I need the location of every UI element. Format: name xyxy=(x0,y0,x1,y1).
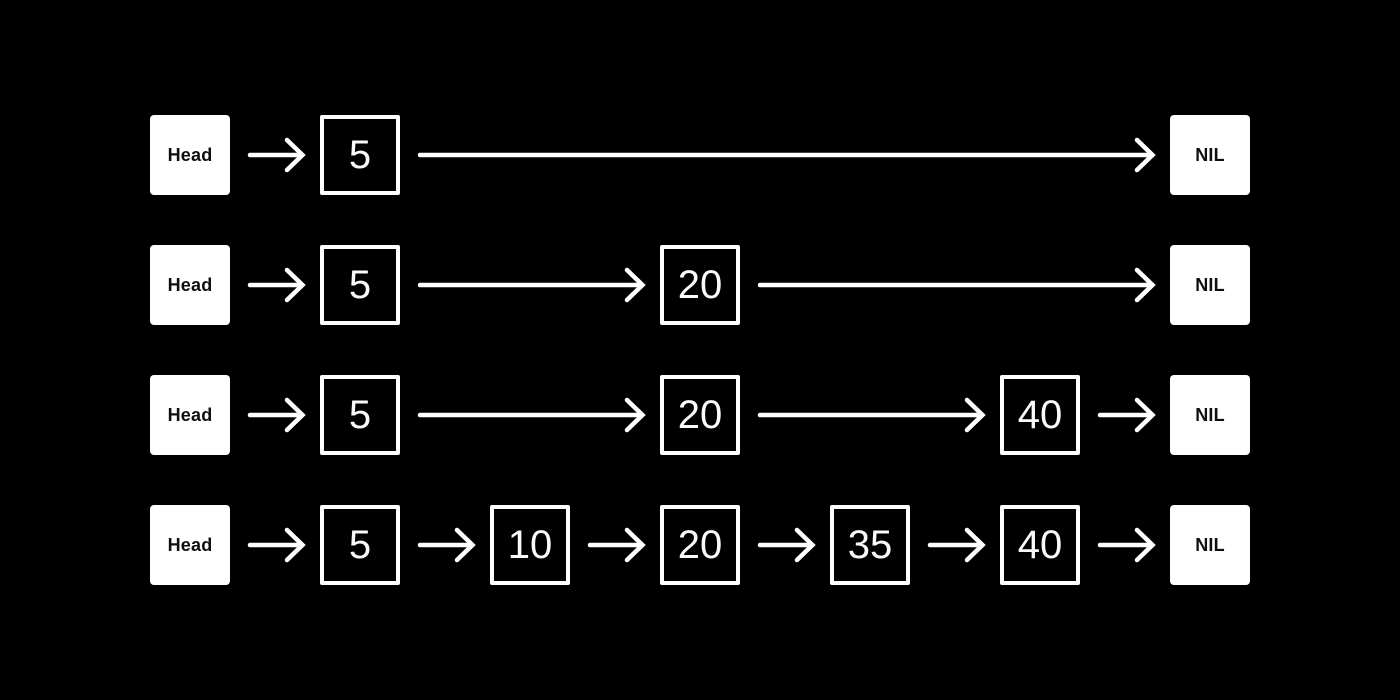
arrow-5-20 xyxy=(417,267,646,303)
arrow-40-nil xyxy=(1097,527,1156,563)
arrow-20-40 xyxy=(757,397,986,433)
node-box-20: 20 xyxy=(660,505,740,585)
node-box-20: 20 xyxy=(660,245,740,325)
node-box-20: 20 xyxy=(660,375,740,455)
arrow-35-40 xyxy=(927,527,986,563)
arrow-head-5 xyxy=(247,397,306,433)
nil-box: NIL xyxy=(1170,375,1250,455)
arrow-head-5 xyxy=(247,137,306,173)
nil-box: NIL xyxy=(1170,245,1250,325)
arrow-head-5 xyxy=(247,267,306,303)
head-box: Head xyxy=(150,115,230,195)
nil-box: NIL xyxy=(1170,505,1250,585)
node-box-40: 40 xyxy=(1000,375,1080,455)
nil-box: NIL xyxy=(1170,115,1250,195)
node-box-5: 5 xyxy=(320,505,400,585)
node-box-40: 40 xyxy=(1000,505,1080,585)
arrow-5-nil xyxy=(417,137,1156,173)
arrow-20-nil xyxy=(757,267,1156,303)
head-box: Head xyxy=(150,505,230,585)
node-box-5: 5 xyxy=(320,375,400,455)
head-box: Head xyxy=(150,245,230,325)
node-box-5: 5 xyxy=(320,245,400,325)
head-box: Head xyxy=(150,375,230,455)
arrow-head-5 xyxy=(247,527,306,563)
node-box-35: 35 xyxy=(830,505,910,585)
arrow-40-nil xyxy=(1097,397,1156,433)
arrow-5-20 xyxy=(417,397,646,433)
node-box-5: 5 xyxy=(320,115,400,195)
node-box-10: 10 xyxy=(490,505,570,585)
arrow-5-10 xyxy=(417,527,476,563)
arrow-20-35 xyxy=(757,527,816,563)
arrow-10-20 xyxy=(587,527,646,563)
